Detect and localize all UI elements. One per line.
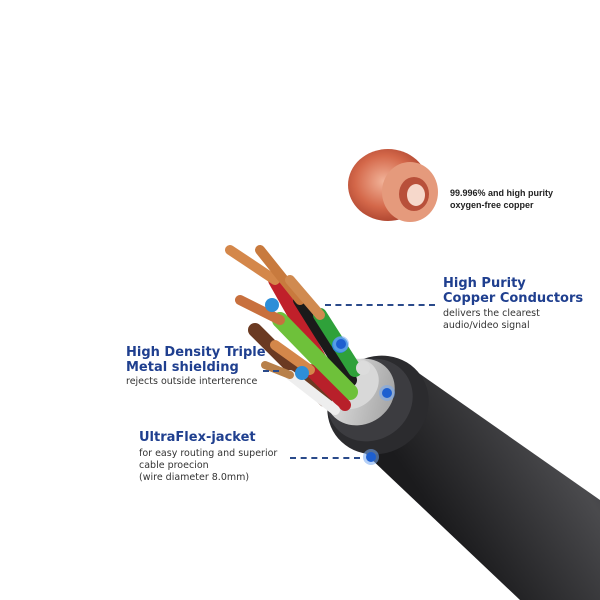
callout-desc: rejects outside interterence — [126, 376, 258, 387]
copper-caption: 99.996% and high purity oxygen-free copp… — [450, 187, 553, 211]
callout-copper-conductors: High Purity Copper Conductors delivers t… — [443, 276, 583, 332]
callout-title: High Density Triple — [126, 345, 266, 360]
marker-dot-jacket — [366, 452, 376, 462]
callout-desc: delivers the clearest — [443, 308, 540, 319]
callout-desc: cable proecion — [139, 460, 209, 471]
marker-dot-conductors — [336, 339, 346, 349]
copper-caption-line1: 99.996% and high purity — [450, 188, 554, 198]
callout-title: Metal shielding — [126, 360, 239, 375]
leader-line-shielding — [263, 370, 279, 372]
copper-caption-line2: oxygen-free copper — [450, 200, 534, 210]
callout-title: High Purity — [443, 276, 526, 291]
copper-spool-image — [348, 149, 438, 222]
callout-title: Copper Conductors — [443, 291, 584, 306]
callout-desc: (wire diameter 8.0mm) — [139, 472, 250, 483]
callout-metal-shielding: High Density Triple Metal shielding reje… — [126, 345, 266, 388]
leader-line-jacket — [290, 457, 360, 459]
marker-dot-shielding — [382, 388, 392, 398]
callout-ultraflex-jacket: UltraFlex-jacket for easy routing and su… — [139, 430, 277, 484]
callout-desc: for easy routing and superior — [139, 448, 278, 459]
callout-desc: audio/video signal — [443, 320, 530, 331]
leader-line-conductors — [325, 304, 435, 306]
callout-title: UltraFlex-jacket — [139, 430, 256, 445]
